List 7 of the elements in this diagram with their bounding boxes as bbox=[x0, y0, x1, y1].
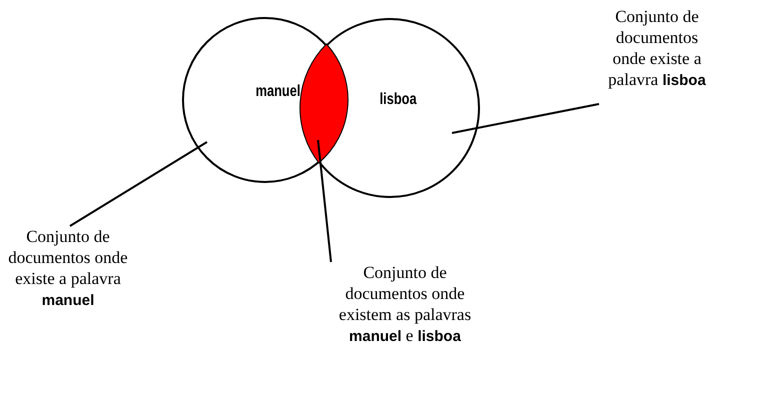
leader-line bbox=[69, 141, 208, 227]
callout-text: Conjunto de documentos onde existe a palavra manuel bbox=[8, 226, 128, 311]
set-label: manuel bbox=[256, 83, 300, 101]
leader-line bbox=[452, 103, 600, 134]
callout-text: Conjunto de documentos onde existem as palavras manuel e lisboa bbox=[330, 262, 480, 347]
set-label: lisboa bbox=[380, 91, 417, 109]
callout-text: Conjunto de documentos onde existe a palavra lisboa bbox=[598, 6, 716, 91]
